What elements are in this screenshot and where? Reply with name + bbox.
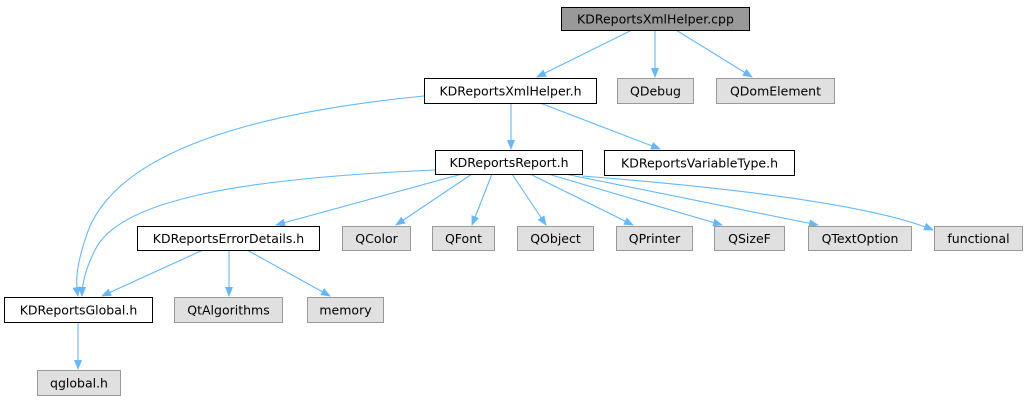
node-box [174,297,283,323]
node-label: QSizeF [728,231,771,246]
node-label: QDomElement [730,84,821,99]
node-label: QDebug [630,84,681,99]
node-box [37,370,121,396]
node-qobject: QObject [517,226,594,251]
node-box [617,78,694,104]
node-box [4,297,153,323]
node-functional: functional [934,226,1023,251]
node-memory: memory [307,297,384,323]
node-qdomelement: QDomElement [716,78,835,104]
nodes-layer: KDReportsXmlHelper.cppKDReportsXmlHelper… [4,7,1023,396]
node-label: QFont [445,231,482,246]
edge-kdreportsreport_h-to-qsizef [547,173,723,227]
node-label: QObject [530,231,581,246]
node-box [424,78,597,104]
edges-layer [72,29,934,370]
edge-kdreportsreport_h-to-qtextoption [564,173,819,228]
node-label: memory [319,303,372,318]
node-box [714,226,785,251]
node-label: QtAlgorithms [187,303,269,318]
node-box [137,226,320,251]
node-label: KDReportsXmlHelper.cpp [577,12,734,27]
node-qsizef: QSizeF [714,226,785,251]
node-label: KDReportsGlobal.h [20,303,138,318]
node-box [432,226,495,251]
edge-kdreportserrordetails_h-to-memory [246,249,331,297]
edge-kdreportsxmlhelper_cpp-to-qdomelement [675,29,753,78]
edge-kdreportsxmlhelper_h-to-kdreportsvariabletype_h [539,102,661,150]
node-kdreportsreport_h[interactable]: KDReportsReport.h [435,150,583,175]
edge-kdreportsreport_h-to-qcolor [395,173,473,226]
node-box [616,226,693,251]
edge-kdreportsreport_h-to-functional [581,175,934,231]
node-box [934,226,1023,251]
node-qprinter: QPrinter [616,226,693,251]
edge-kdreportsreport_h-to-kdreportsglobal_h [78,169,436,297]
node-kdreportserrordetails_h[interactable]: KDReportsErrorDetails.h [137,226,320,251]
node-kdreportsglobal_h[interactable]: KDReportsGlobal.h [4,297,153,323]
edge-kdreportsreport_h-to-qobject [511,173,547,226]
edge-kdreportserrordetails_h-to-kdreportsglobal_h [101,249,204,297]
node-box [307,297,384,323]
node-qdebug: QDebug [617,78,694,104]
edge-kdreportsreport_h-to-qprinter [529,173,634,226]
node-label: KDReportsVariableType.h [621,156,778,171]
node-label: QTextOption [822,231,899,246]
node-label: QPrinter [629,231,681,246]
node-qfont: QFont [432,226,495,251]
edge-kdreportsxmlhelper_h-to-kdreportsglobal_h [72,95,425,297]
node-box [435,150,583,175]
edge-kdreportsreport_h-to-kdreportserrordetails_h [275,173,463,227]
node-box [808,226,912,251]
node-box [342,226,411,251]
node-box [561,7,750,31]
edge-kdreportsxmlhelper_cpp-to-kdreportsxmlhelper_h [536,29,633,78]
node-qglobal_h: qglobal.h [37,370,121,396]
node-label: qglobal.h [50,376,108,391]
node-label: KDReportsReport.h [449,155,568,170]
node-qtextoption: QTextOption [808,226,912,251]
node-box [604,150,795,176]
node-label: functional [947,231,1009,246]
node-box [517,226,594,251]
node-label: QColor [355,231,398,246]
node-label: KDReportsXmlHelper.h [439,84,581,99]
node-kdreportsxmlhelper_cpp[interactable]: KDReportsXmlHelper.cpp [561,7,750,31]
edge-kdreportsreport_h-to-qfont [471,173,493,226]
node-label: KDReportsErrorDetails.h [153,231,304,246]
node-kdreportsxmlhelper_h[interactable]: KDReportsXmlHelper.h [424,78,597,104]
node-qcolor: QColor [342,226,411,251]
node-box [716,78,835,104]
node-kdreportsvariabletype_h[interactable]: KDReportsVariableType.h [604,150,795,176]
node-qtalgorithms: QtAlgorithms [174,297,283,323]
